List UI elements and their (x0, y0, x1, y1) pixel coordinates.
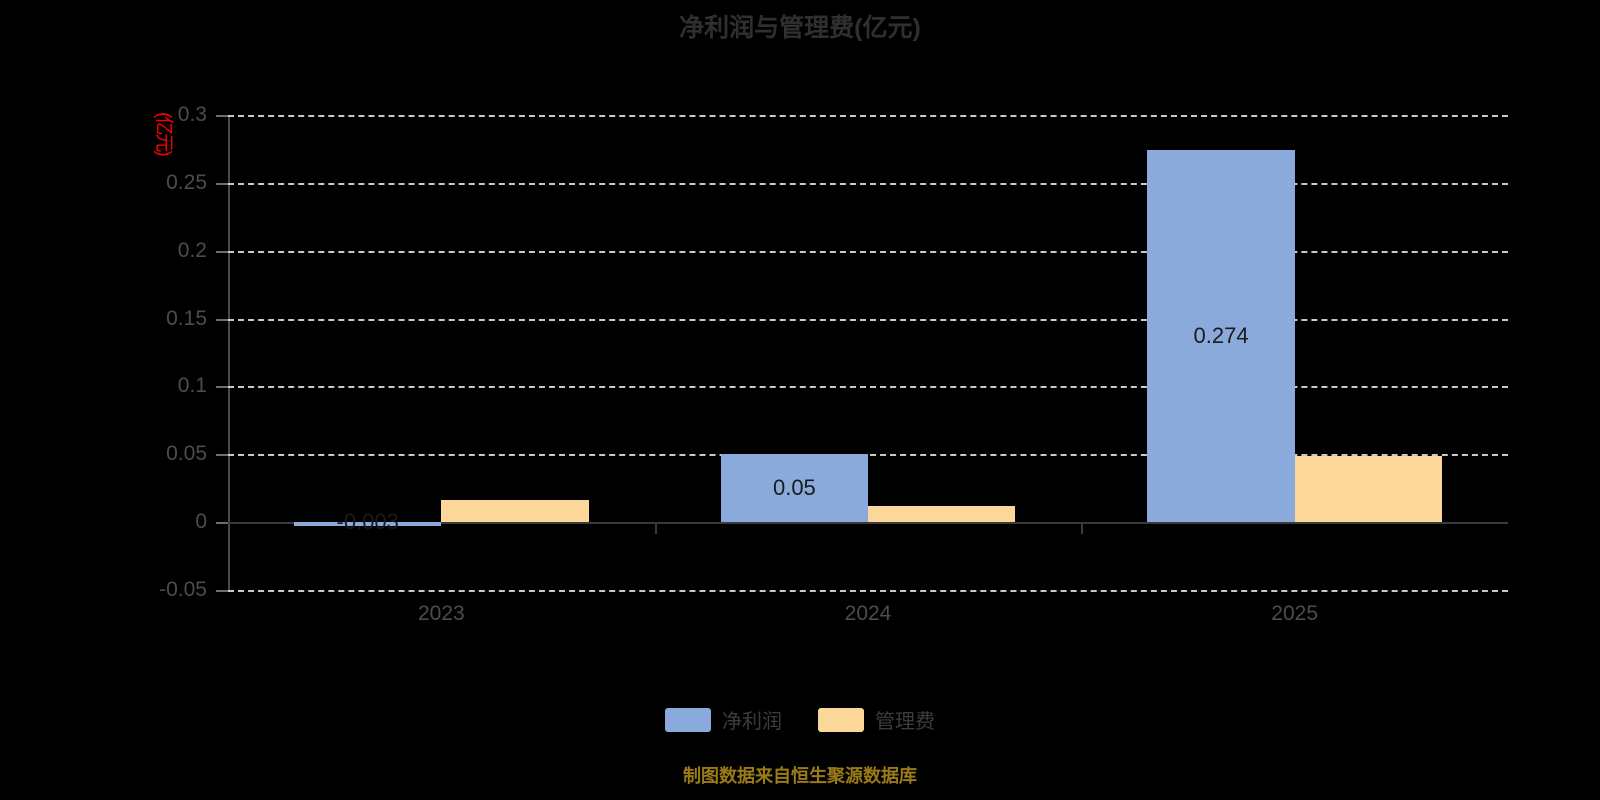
y-axis-tick-label: 0.15 (166, 306, 207, 330)
bar-管理费-2025[interactable] (1294, 455, 1442, 523)
y-axis-tick (216, 115, 228, 117)
gridline (228, 115, 1508, 117)
y-axis-tick (216, 182, 228, 185)
y-axis-tick (216, 386, 228, 389)
x-axis-tick-label-2023: 2023 (417, 602, 465, 625)
bar-value-label: 0.274 (1193, 323, 1249, 349)
y-axis-tick-label: 0 (195, 510, 207, 534)
gridline (228, 182, 1508, 185)
y-axis-unit-label: (亿元) (153, 112, 174, 155)
y-axis-tick-label: 0.2 (177, 238, 207, 262)
y-axis-tick (216, 318, 228, 321)
x-axis-separator (654, 522, 657, 535)
y-axis-tick-label: 0.05 (166, 442, 207, 466)
y-axis-tick-label: 0.3 (177, 103, 207, 126)
bar-净利润-2025[interactable] (1147, 150, 1295, 523)
zero-baseline (228, 522, 1508, 525)
y-axis-tick-label: 0.1 (177, 374, 207, 398)
bar-value-label: -0.003 (336, 509, 399, 535)
y-axis-tick-label: 0.25 (166, 170, 207, 194)
legend-item-管理费[interactable]: 管理费 (818, 705, 935, 734)
bar-管理费-2024[interactable] (868, 505, 1016, 523)
bar-净利润-2023[interactable] (294, 522, 442, 527)
y-axis-tick (216, 522, 228, 525)
plot-area: -0.003 0.05 0.274 (228, 115, 1508, 592)
gridline (228, 318, 1508, 321)
gridline (228, 386, 1508, 389)
x-axis-tick-label-2024: 2024 (844, 602, 892, 625)
bar-净利润-2024[interactable] (720, 454, 868, 523)
bar-value-label: 0.05 (772, 475, 816, 501)
gridline (228, 454, 1508, 457)
gridline (228, 590, 1508, 592)
y-axis-tick (216, 590, 228, 592)
legend-label: 管理费 (875, 711, 935, 733)
footer-source-note: 制图数据来自恒生聚源数据库 (683, 766, 917, 786)
chart-legend: 净利润 管理费 (0, 705, 1600, 734)
page-title: 净利润与管理费(亿元) (679, 14, 921, 42)
y-axis-tick (216, 454, 228, 457)
x-axis-tick-label-2025: 2025 (1271, 602, 1319, 625)
legend-swatch-icon (818, 707, 864, 732)
bar-管理费-2023[interactable] (441, 500, 589, 523)
y-axis-spine (228, 115, 230, 590)
legend-swatch-icon (665, 707, 711, 732)
y-axis-tick-label: -0.05 (159, 578, 207, 601)
legend-label: 净利润 (722, 711, 782, 733)
y-axis-tick (216, 250, 228, 253)
x-axis-separator (1081, 522, 1084, 535)
gridline (228, 250, 1508, 253)
legend-item-净利润[interactable]: 净利润 (665, 705, 782, 734)
